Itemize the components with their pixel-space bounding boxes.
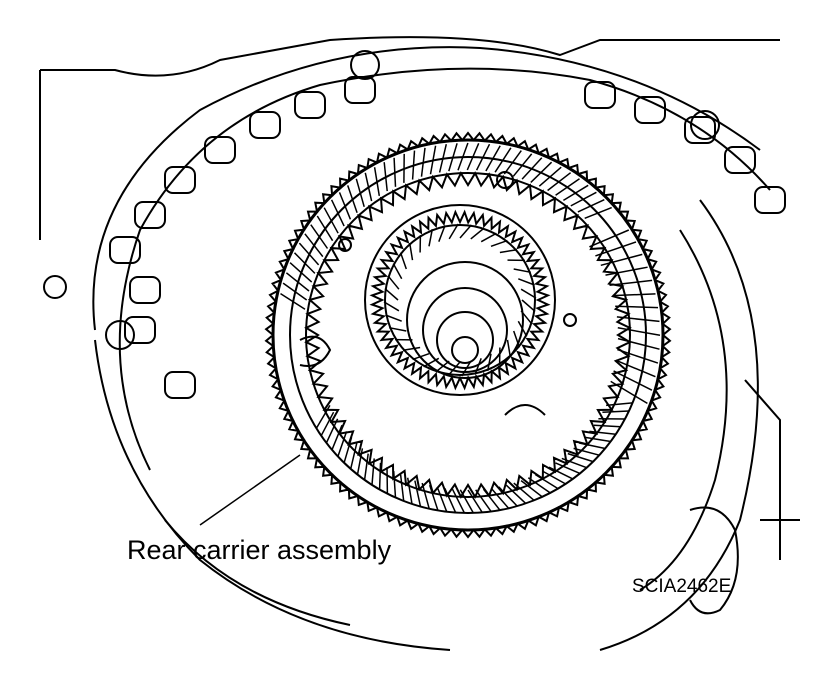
sun-helix-line xyxy=(491,241,507,247)
callout-leader xyxy=(200,455,300,525)
helix-line xyxy=(514,483,534,500)
ring-gear-teeth xyxy=(266,133,670,537)
sun-helix-line xyxy=(460,225,471,238)
helix-line xyxy=(365,454,369,480)
ring-gear-outer xyxy=(273,140,663,530)
helix-line xyxy=(578,200,604,212)
housing-right-line xyxy=(745,380,800,560)
case-slot xyxy=(345,77,375,103)
ring-gear-inner xyxy=(290,157,646,513)
helix-line xyxy=(401,475,404,501)
helix-line xyxy=(491,488,508,508)
helix-line xyxy=(484,489,500,510)
shaft-outer xyxy=(423,288,507,372)
sun-helix-line xyxy=(401,253,407,269)
case-slot xyxy=(250,112,280,138)
case-slot xyxy=(125,317,155,343)
helix-line xyxy=(476,490,491,512)
bolt-hole-left xyxy=(44,276,66,298)
helix-line xyxy=(413,151,415,180)
figure-code: SCIA2462E xyxy=(632,576,731,598)
helix-line xyxy=(380,463,381,490)
sun-helix-line xyxy=(508,340,511,357)
shaft-inner xyxy=(452,337,478,363)
case-hole xyxy=(351,51,379,79)
helix-line xyxy=(332,200,345,226)
ring-tooth-path xyxy=(266,133,670,537)
helix-line xyxy=(617,350,658,364)
case-slot xyxy=(135,202,165,228)
sun-helix-line xyxy=(471,228,484,239)
helix-line xyxy=(585,208,612,219)
helix-line xyxy=(356,179,364,207)
case-slot xyxy=(295,92,325,118)
helix-line xyxy=(340,192,351,219)
carrier-pin-right xyxy=(564,314,576,326)
case-slot xyxy=(205,137,235,163)
sun-helix-line xyxy=(522,300,535,311)
helix-line xyxy=(394,471,396,498)
sun-helix-line xyxy=(403,348,420,351)
case-slot xyxy=(165,372,195,398)
sun-helix-line xyxy=(481,233,496,241)
helix-line xyxy=(615,306,658,307)
helix-line xyxy=(606,267,648,275)
helix-line xyxy=(338,431,347,456)
sun-helix-line xyxy=(500,250,517,253)
sun-helix-line xyxy=(410,243,413,260)
callout-label: Rear carrier assembly xyxy=(127,535,391,566)
helix-line xyxy=(594,425,621,427)
case-slot xyxy=(130,277,160,303)
helix-line xyxy=(394,158,395,187)
helix-line xyxy=(348,185,357,212)
sun-gear-outer xyxy=(365,205,555,395)
carrier-lug-bottom xyxy=(505,405,545,415)
case-inner-arc xyxy=(120,69,770,470)
helical-tooth-lines xyxy=(281,143,661,513)
sun-helix-line xyxy=(385,289,398,300)
helix-line xyxy=(584,437,610,441)
helix-line xyxy=(468,490,482,512)
shaft-middle xyxy=(437,312,493,368)
helix-line xyxy=(617,317,660,322)
sun-helix-line xyxy=(393,264,401,279)
helix-line xyxy=(613,294,656,296)
case-slot xyxy=(755,187,785,213)
helix-line xyxy=(422,483,429,509)
helix-line xyxy=(610,280,653,285)
sun-helix-line xyxy=(388,276,399,289)
helix-line xyxy=(606,403,632,406)
helix-line xyxy=(602,411,629,412)
